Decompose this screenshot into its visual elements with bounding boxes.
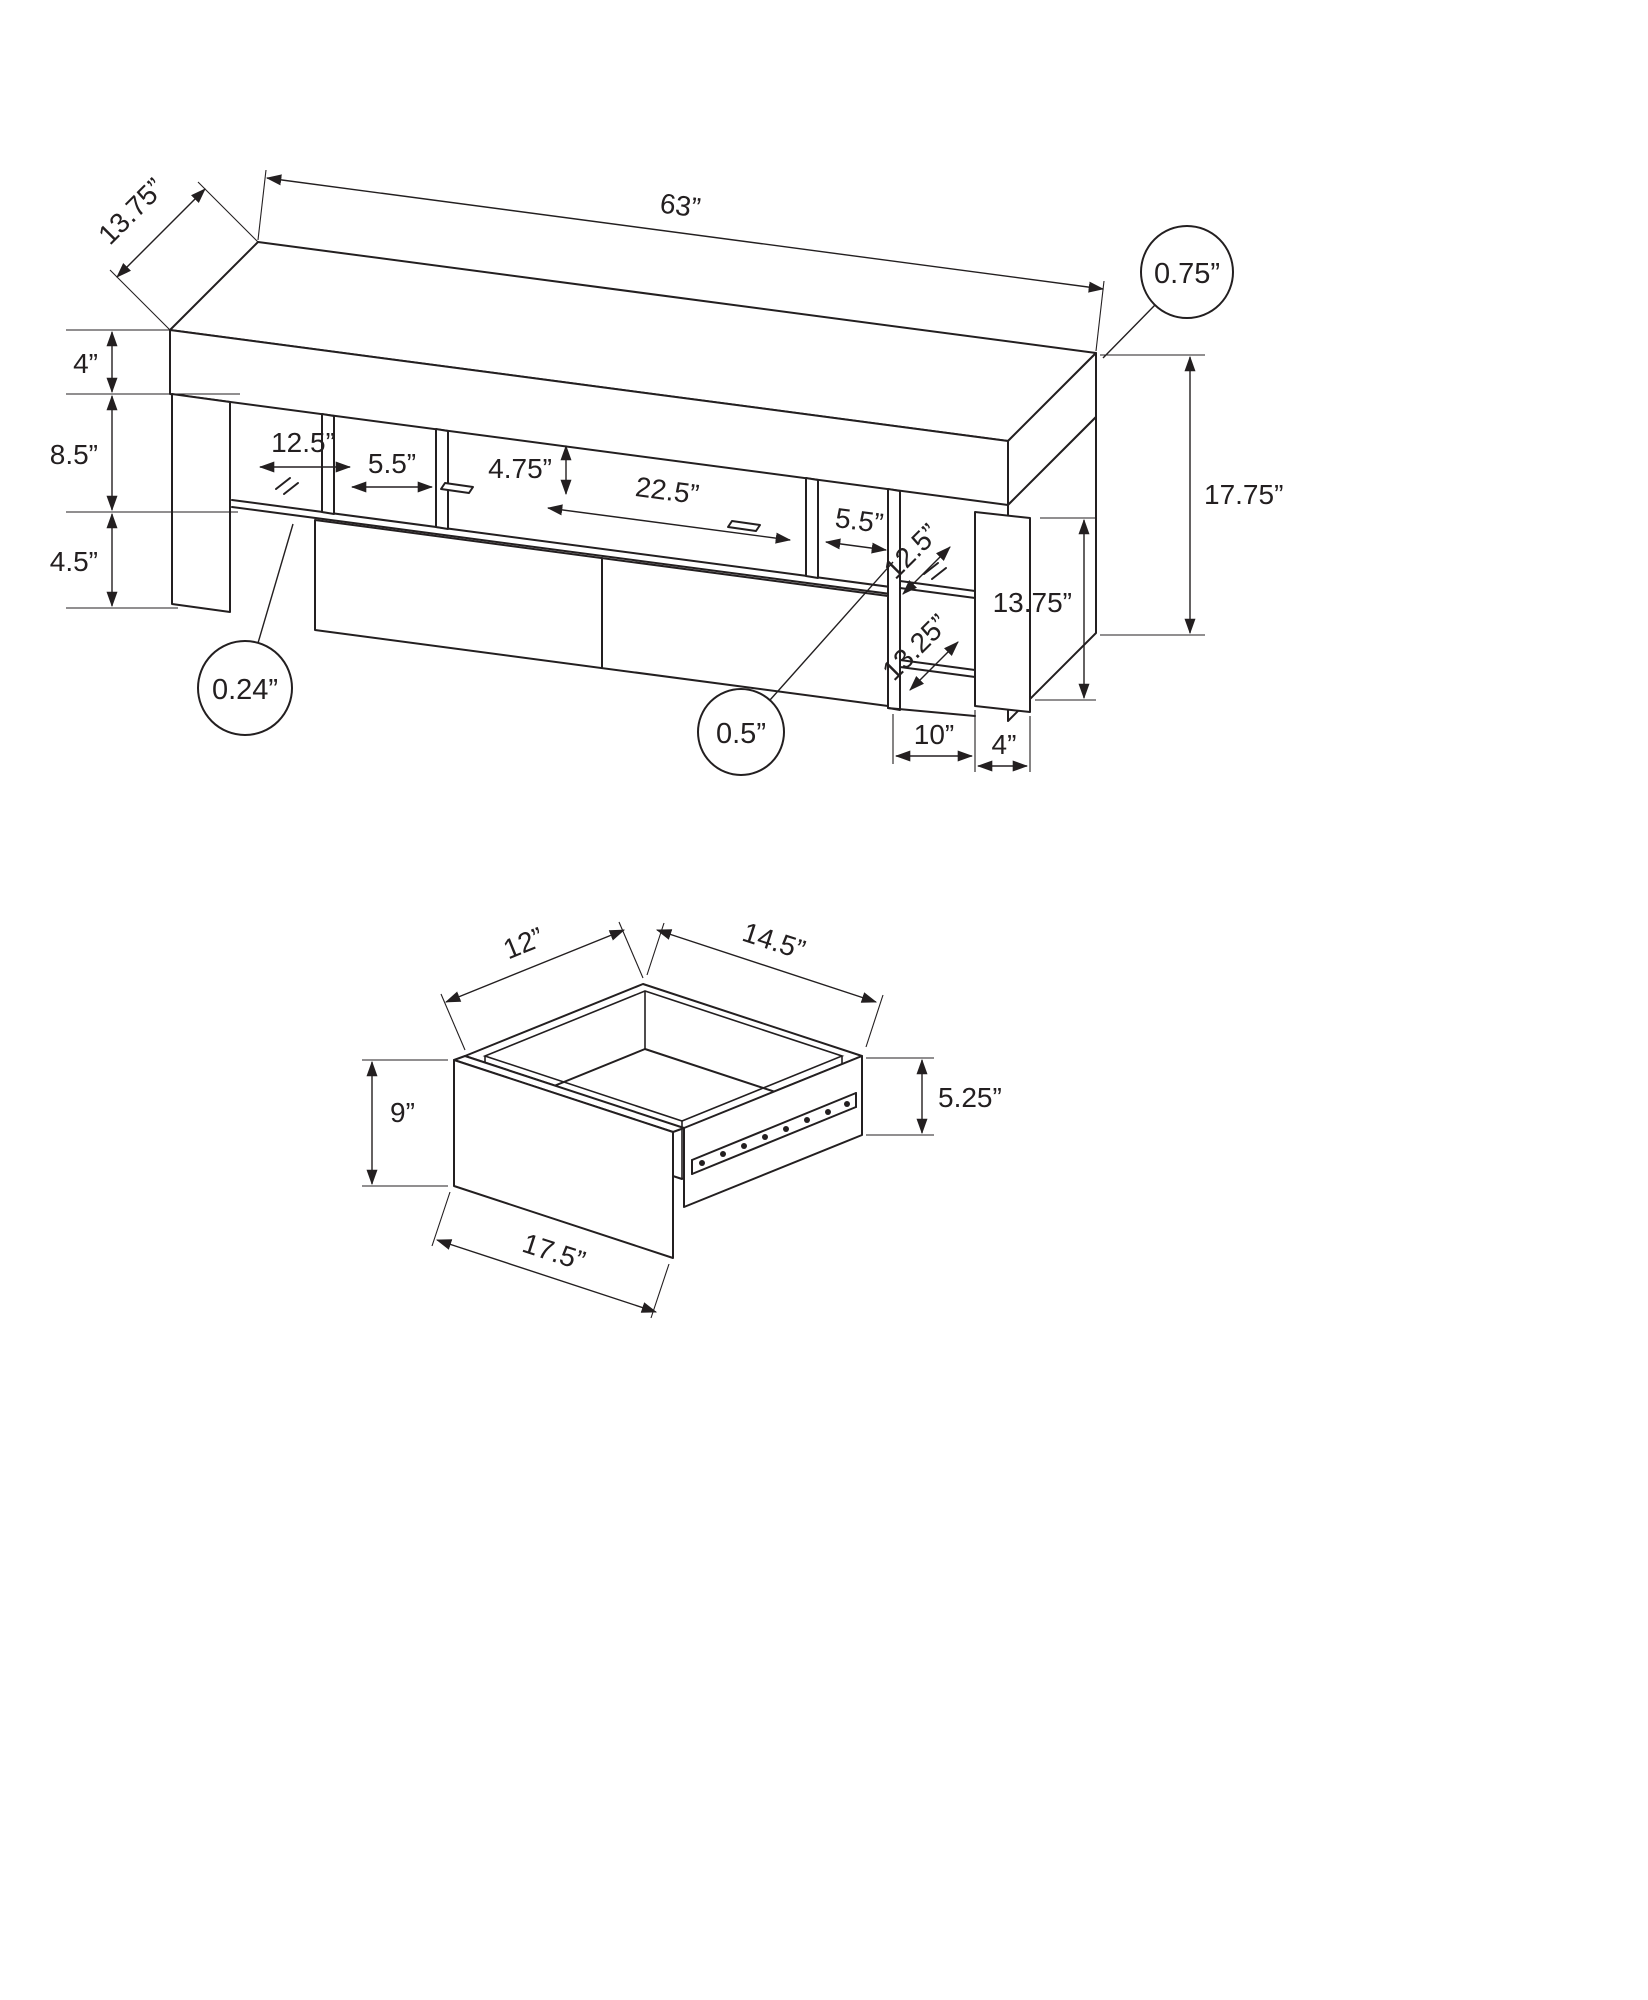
dim-leg-width-label: 4” — [992, 729, 1017, 760]
dim-gap-right-line — [824, 538, 888, 554]
dim-drawer-width-label: 22.5” — [634, 471, 701, 510]
tv-stand-callouts: 0.75” 0.24” 0.5” — [197, 225, 1234, 776]
dim-top-depth-line — [116, 188, 206, 278]
shelf-divider-2 — [435, 428, 449, 530]
drawer-right-side — [683, 1055, 863, 1208]
dim-depth-label: 14.5” — [739, 916, 809, 965]
right-leg — [974, 511, 1031, 713]
dim-leg-depth-label: 10” — [914, 719, 954, 750]
callout-top-thickness-label: 0.75” — [1154, 258, 1220, 290]
dim-inner-width-label: 12” — [499, 921, 548, 965]
glass-mark-right-icon — [923, 562, 947, 580]
callout-panel-thickness-circle — [697, 688, 785, 776]
callout-glass-thickness-circle — [197, 640, 293, 736]
dim-top-width-label: 63” — [658, 188, 702, 224]
dim-top-depth-label: 13.75” — [92, 172, 170, 250]
dim-cubby-width-label: 12.5” — [271, 427, 335, 458]
dim-shelf-height-label: 4.75” — [488, 453, 552, 484]
glass-shelf-bottom-edge — [231, 506, 899, 596]
dim-front-height-label: 9” — [390, 1097, 415, 1128]
dim-depth-lower-line — [909, 641, 959, 691]
drawer-front-panel — [453, 1059, 674, 1259]
tv-stand-body — [169, 241, 1097, 722]
drawer-slide-rail — [691, 1092, 857, 1175]
dim-top-width-line — [265, 174, 1105, 293]
dim-gap-left-label: 5.5” — [368, 448, 416, 479]
dim-h-top-label: 4” — [73, 348, 98, 379]
glass-mark-left-icon — [275, 477, 299, 495]
dim-h-mid-label: 8.5” — [50, 439, 98, 470]
glass-shelf-top-edge — [231, 499, 899, 589]
tv-stand-figure: 63” 13.75” 4” 8.5” 4.5” 17.75” 12. — [50, 169, 1283, 776]
dim-inner-width-line — [444, 929, 626, 1003]
dim-front-width-line — [435, 1239, 658, 1313]
dim-height-total-label: 17.75” — [1204, 479, 1283, 510]
dim-h-bottom-label: 4.5” — [50, 546, 98, 577]
dim-depth-upper-line — [902, 546, 951, 595]
dim-side-height-label: 5.25” — [938, 1082, 1002, 1113]
callout-glass-thickness-label: 0.24” — [212, 674, 278, 706]
shelf-divider-3 — [805, 477, 819, 579]
drawer-figure: 9” 5.25” 12” 14.5” 17.5” — [362, 916, 1002, 1319]
dim-gap-right-label: 5.5” — [833, 502, 885, 539]
dim-front-width-label: 17.5” — [519, 1227, 589, 1276]
callout-top-thickness-circle — [1140, 225, 1234, 319]
cable-slot-right — [727, 520, 761, 532]
dim-drawer-width-line — [546, 504, 792, 544]
drawer-body — [453, 983, 863, 1259]
left-leg — [171, 393, 231, 613]
dim-depth-line — [655, 929, 878, 1003]
callout-panel-thickness-label: 0.5” — [716, 718, 766, 750]
cable-slot-left — [440, 482, 474, 494]
dim-height-inner-label: 13.75” — [993, 587, 1072, 618]
